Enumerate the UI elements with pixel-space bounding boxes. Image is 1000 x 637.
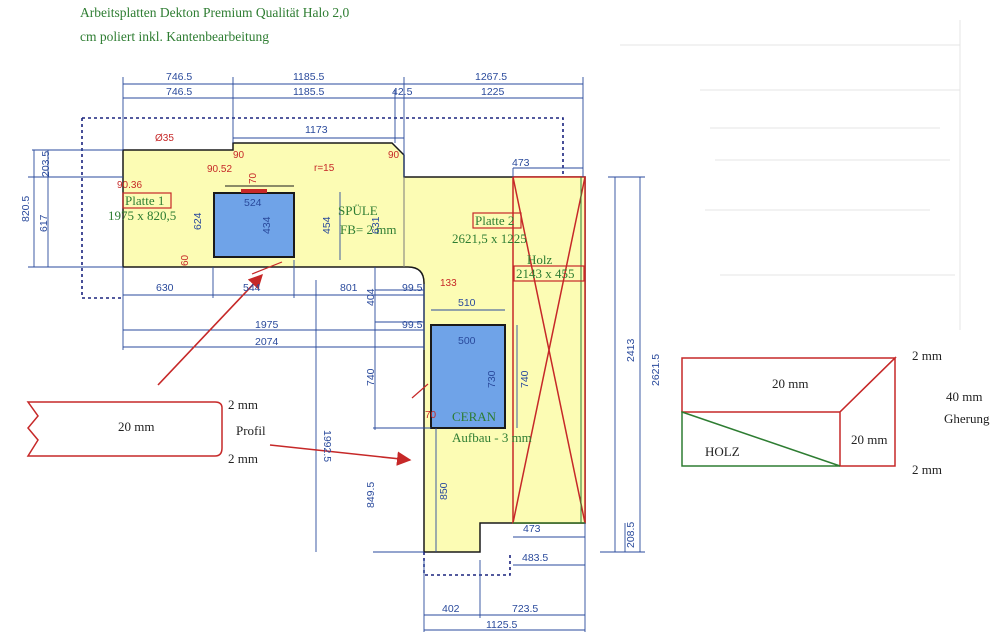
dim-70: 70: [248, 172, 259, 184]
dim-500: 500: [458, 335, 476, 347]
sink-lip: [241, 189, 267, 193]
dim-2035: 203.5: [40, 151, 52, 177]
platte1-box: [122, 192, 172, 209]
platte2-box: [472, 212, 522, 229]
dim-631: 631: [370, 216, 382, 234]
dim-90b: 90: [388, 150, 400, 161]
ceran-label: CERAN: [452, 409, 497, 424]
platte1-size: 1975 x 820,5: [108, 208, 176, 223]
wall-outline: [81, 117, 564, 299]
dim-top2-c: 42.5: [392, 86, 413, 98]
platte1-label: Platte 1: [125, 193, 164, 208]
dim-9052: 90.52: [207, 164, 232, 175]
dim-740a: 740: [365, 368, 377, 386]
edge-mark-2: [411, 383, 429, 399]
holz-label: Holz: [527, 252, 553, 267]
sink-label: SPÜLE: [338, 203, 378, 218]
dim-90a: 90: [233, 150, 245, 161]
dim-624: 624: [192, 212, 204, 230]
miter-side-thickness: 20 mm: [851, 432, 887, 447]
holz-size: 2143 x 455: [516, 266, 575, 281]
dim-740b: 740: [519, 370, 531, 388]
header-line-1: Arbeitsplatten Dekton Premium Qualität H…: [80, 5, 350, 20]
holz-size-box: [513, 265, 585, 282]
dim-850: 850: [438, 482, 450, 500]
dim-8205: 820.5: [20, 196, 32, 222]
dim-473b: 473: [523, 523, 541, 535]
dimension-lines: [28, 77, 645, 632]
dim-1975: 1975: [255, 319, 279, 331]
sink-basin: [213, 192, 295, 258]
sink-fb: FB= 2 mm: [340, 222, 396, 237]
profile-arrow-2: [269, 444, 412, 466]
edge-mark-1: [251, 261, 283, 275]
miter-top-right: 2 mm: [912, 348, 942, 363]
dim-70b: 70: [425, 410, 437, 421]
dim-4835: 483.5: [522, 552, 548, 564]
dim-730: 730: [486, 370, 498, 388]
dim-9036: 90.36: [117, 180, 142, 191]
dim-402: 402: [442, 603, 460, 615]
dim-801: 801: [340, 282, 358, 294]
dim-top2-b: 1185.5: [293, 86, 324, 98]
dim-473a: 473: [512, 157, 530, 169]
miter-holz: HOLZ: [705, 444, 740, 459]
dimension-labels: 746.5 1185.5 1267.5 746.5 1185.5 42.5 12…: [20, 71, 662, 631]
profile-section: [26, 401, 223, 457]
dim-544: 544: [243, 282, 261, 294]
dim-top1-c: 1267.5: [475, 71, 507, 83]
dim-top1-a: 746.5: [166, 71, 192, 83]
dim-d35: Ø35: [155, 133, 174, 144]
dim-524: 524: [244, 197, 262, 209]
profile-top: 2 mm: [228, 397, 258, 412]
dim-8495: 849.5: [365, 482, 377, 508]
dim-1992: 1992.5: [321, 430, 333, 462]
dim-26215: 2621.5: [650, 354, 662, 386]
dim-60: 60: [180, 254, 191, 266]
dim-133: 133: [440, 278, 457, 289]
dim-510: 510: [458, 297, 476, 309]
profile-arrow-1: [157, 273, 263, 386]
miter-gehrung-b: Gherung: [944, 411, 990, 426]
profile-thickness: 20 mm: [118, 419, 154, 434]
profile-name: Profil: [236, 423, 266, 438]
miter-top-thickness: 20 mm: [772, 376, 808, 391]
dim-617: 617: [38, 214, 50, 232]
dim-top2-a: 746.5: [166, 86, 192, 98]
wall-outline-lower: [423, 552, 511, 576]
dim-2085: 208.5: [625, 522, 637, 548]
platte2-size: 2621,5 x 1225: [452, 231, 527, 246]
holz-block: [512, 176, 586, 524]
dim-995b: 99.5: [402, 319, 423, 331]
dim-1173: 1173: [305, 124, 328, 136]
dim-404: 404: [365, 288, 377, 306]
platte2-label: Platte 2: [475, 213, 514, 228]
dim-11255: 1125.5: [486, 619, 517, 631]
miter-gehrung-a: 40 mm: [946, 389, 982, 404]
miter-section: [681, 356, 897, 467]
dim-2074: 2074: [255, 336, 279, 348]
dim-top1-b: 1185.5: [293, 71, 324, 83]
dim-top2-d: 1225: [481, 86, 505, 98]
miter-bottom-right: 2 mm: [912, 462, 942, 477]
dim-454: 454: [321, 216, 333, 234]
aufbau-label: Aufbau - 3 mm: [452, 430, 532, 445]
dim-630: 630: [156, 282, 174, 294]
dim-7235: 723.5: [512, 603, 538, 615]
dim-2413: 2413: [625, 338, 637, 362]
header-line-2: cm poliert inkl. Kantenbearbeitung: [80, 29, 269, 44]
dim-434: 434: [261, 216, 273, 234]
scan-background: [620, 20, 961, 330]
ceran-cooktop: [430, 324, 506, 429]
dim-995a: 99.5: [402, 282, 423, 294]
profile-bottom: 2 mm: [228, 451, 258, 466]
dim-r15: r=15: [314, 163, 335, 174]
